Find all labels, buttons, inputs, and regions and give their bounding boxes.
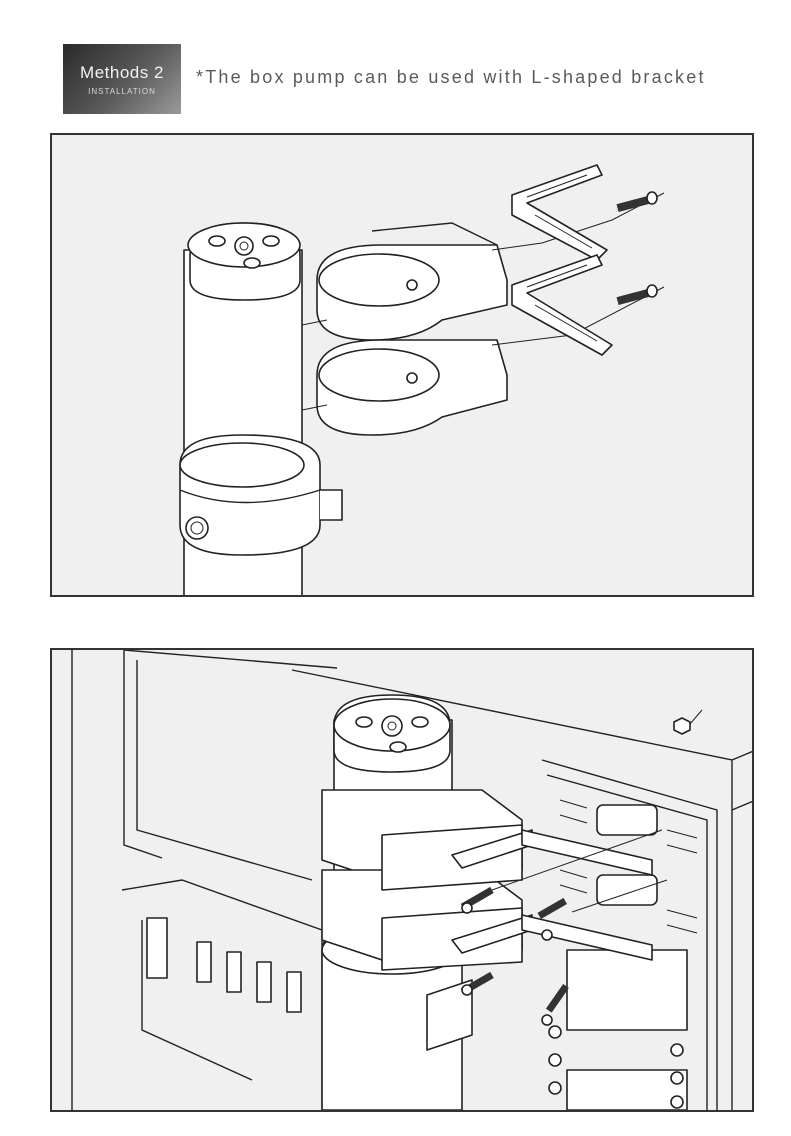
method-badge: Methods 2 INSTALLATION <box>63 44 181 114</box>
bracket-screw-upper <box>616 191 658 213</box>
method-caption: *The box pump can be used with L-shaped … <box>196 67 706 87</box>
mounted-screws <box>460 829 668 1026</box>
pump-clamp-lower <box>316 339 508 436</box>
pump-cylinder <box>179 222 343 595</box>
exploded-view-panel <box>50 133 754 597</box>
method-badge-title: Methods 2 <box>80 63 164 82</box>
assembled-view-panel <box>50 648 754 1112</box>
pump-mounted-in-case-illustration <box>71 650 752 1110</box>
pump-clamp-upper <box>316 222 508 341</box>
mounted-l-brackets <box>426 829 653 1051</box>
l-bracket-upper <box>511 164 608 261</box>
bracket-screw-lower <box>616 284 658 306</box>
method-badge-subtitle: INSTALLATION <box>88 87 156 96</box>
exploded-pump-bracket-illustration <box>179 164 665 595</box>
l-bracket-lower <box>511 254 613 356</box>
